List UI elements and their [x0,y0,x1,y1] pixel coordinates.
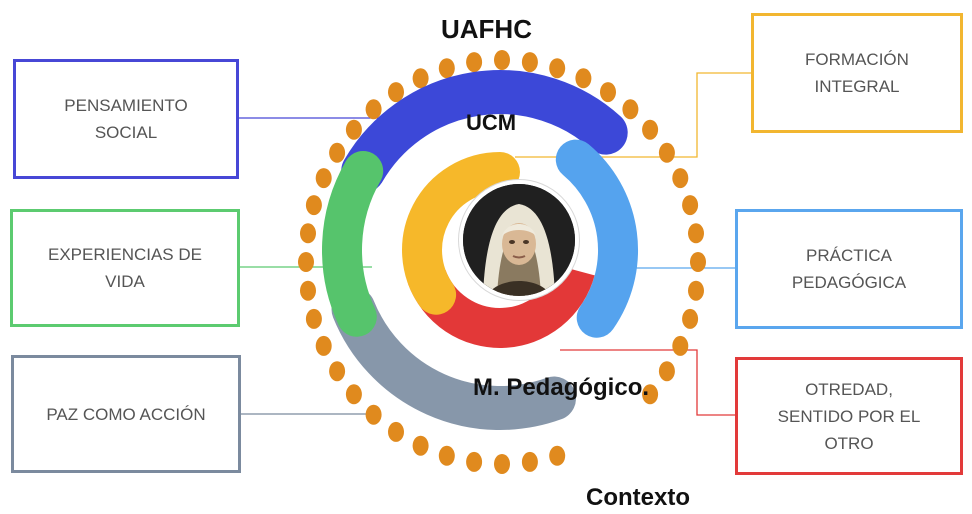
context-dot [305,195,322,216]
context-dot [672,335,689,356]
context-dot [438,58,455,79]
paz-arc [331,287,576,430]
context-dot [688,280,704,301]
connector-lines [239,72,751,416]
context-dot [345,384,362,405]
experiencias-line2: VIDA [105,272,145,291]
context-dot [412,68,429,89]
pensamiento-social-box: PENSAMIENTO SOCIAL [13,59,239,179]
context-dot [549,58,566,79]
ucm-label: UCM [466,110,517,135]
context-dot [298,252,314,272]
context-dot [315,168,332,189]
formacion-line1: FORMACIÓN [805,50,909,69]
practica-arc [555,139,638,338]
otredad-line1: OTREDAD, [805,379,893,399]
context-dot [329,142,346,163]
context-label: Contexto [586,484,690,511]
context-dot [300,280,316,301]
context-dot [672,168,689,189]
experiencias-de-vida-box: EXPERIENCIAS DE VIDA [10,209,240,327]
otredad-line3: OTRO [824,433,874,453]
context-dot [658,142,675,163]
uafhc-arc [341,70,628,193]
practica-line1: PRÁCTICA [806,246,892,265]
practica-line2: PEDAGÓGICA [791,273,907,292]
context-dot [494,454,510,474]
context-dot [466,451,483,472]
context-dot-ring [298,50,706,474]
context-dot [682,195,699,216]
context-dot [549,445,566,466]
context-dot [521,52,538,73]
portrait-figure [463,184,575,296]
context-dot [658,361,675,382]
context-dot [622,99,639,120]
formacion-integral-box: FORMACIÓN INTEGRAL [751,13,963,133]
context-dot [329,361,346,382]
paz-line1: PAZ COMO ACCIÓN [46,404,206,424]
formacion-connector [515,72,751,158]
context-dot [466,52,483,73]
context-dot [494,50,510,70]
context-dot [682,308,699,329]
context-dot [305,308,322,329]
model-label: M. Pedagógico. [473,374,650,401]
context-dot [365,99,382,120]
otredad-box: OTREDAD, SENTIDO POR EL OTRO [735,357,963,475]
context-dot [600,82,616,103]
context-dot [315,335,332,356]
context-dot [365,404,382,425]
experiencias-arc [322,151,384,337]
context-dot [688,223,704,244]
context-dot [388,421,404,442]
context-dot [438,445,455,466]
context-dot [412,435,429,456]
context-dot [575,68,592,89]
concentric-arcs [322,70,638,430]
context-dot [345,119,362,140]
context-dot [690,252,706,272]
otredad-connector [560,349,735,416]
portrait-icon [463,184,575,296]
pensamiento-line2: SOCIAL [94,123,158,142]
formacion-arc [402,152,520,315]
context-dot [388,82,404,103]
paz-como-accion-box: PAZ COMO ACCIÓN [11,355,241,473]
context-dot [642,384,659,405]
context-dot [521,451,538,472]
formacion-line2: INTEGRAL [814,77,900,96]
practica-pedagogica-box: PRÁCTICA PEDAGÓGICA [735,209,963,329]
otredad-line2: SENTIDO POR EL [777,406,921,426]
experiencias-line1: EXPERIENCIAS DE [48,245,202,264]
context-dot [642,119,659,140]
uafhc-label: UAFHC [441,14,532,44]
pensamiento-line1: PENSAMIENTO [64,96,188,115]
context-dot [300,223,316,244]
